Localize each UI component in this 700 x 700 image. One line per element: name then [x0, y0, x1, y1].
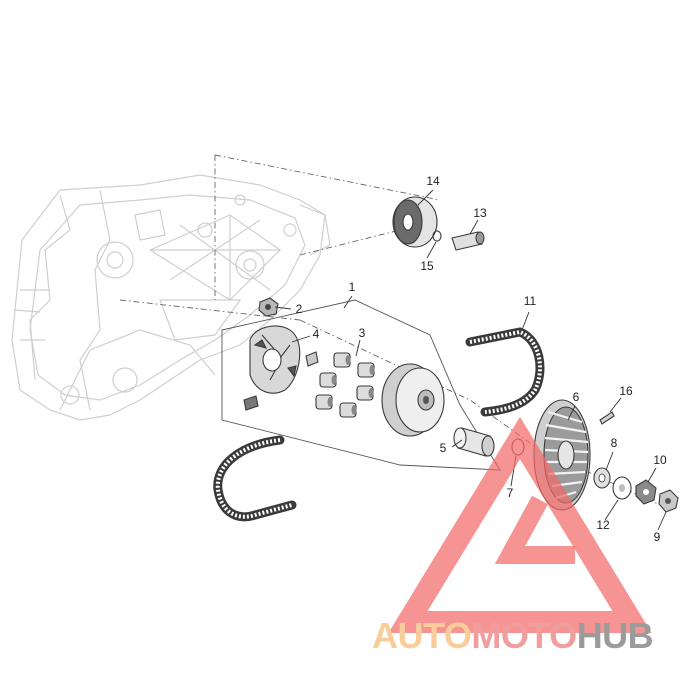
watermark-moto: MOTO [471, 615, 576, 656]
callout-10: 10 [653, 453, 667, 467]
watermark-triangle-icon [388, 416, 652, 633]
callout-13: 13 [473, 206, 487, 220]
ramp-plate-part-4 [249, 325, 301, 394]
callout-12: 12 [596, 518, 610, 532]
callout-labels: 1 2 3 4 5 6 7 8 9 10 11 12 13 14 15 16 [296, 174, 667, 544]
callout-1: 1 [349, 280, 356, 294]
watermark-text: AUTOMOTOHUB [372, 615, 653, 656]
lower-belt [213, 435, 297, 522]
pin-part-13 [451, 231, 485, 251]
watermark-hub: HUB [577, 615, 654, 656]
callout-5: 5 [440, 441, 447, 455]
callout-14: 14 [426, 174, 440, 188]
callout-7: 7 [507, 486, 514, 500]
callout-2: 2 [296, 302, 303, 316]
callout-9: 9 [654, 530, 661, 544]
callout-6: 6 [573, 390, 580, 404]
watermark-auto: AUTO [372, 615, 471, 656]
roller-part-14 [392, 196, 438, 248]
pin-part-16 [599, 411, 615, 425]
drive-belt-part-11 [465, 327, 545, 417]
nut-part-10 [635, 479, 657, 505]
slider-guides [243, 351, 319, 411]
callout-16: 16 [619, 384, 633, 398]
callout-3: 3 [359, 326, 366, 340]
bushing-part-5 [453, 427, 495, 457]
rollers-part-3 [315, 352, 375, 418]
callout-4: 4 [313, 327, 320, 341]
variator-pulley [381, 363, 445, 437]
ring-part-15 [432, 230, 442, 242]
callout-8: 8 [611, 436, 618, 450]
nut-part-2 [258, 297, 279, 317]
callout-11: 11 [524, 294, 537, 308]
nut-part-9 [658, 489, 679, 513]
watermark-logo: AUTOMOTOHUB [372, 416, 654, 656]
callout-15: 15 [420, 259, 434, 273]
washer-part-12 [612, 476, 632, 500]
washer-part-8 [593, 467, 611, 489]
